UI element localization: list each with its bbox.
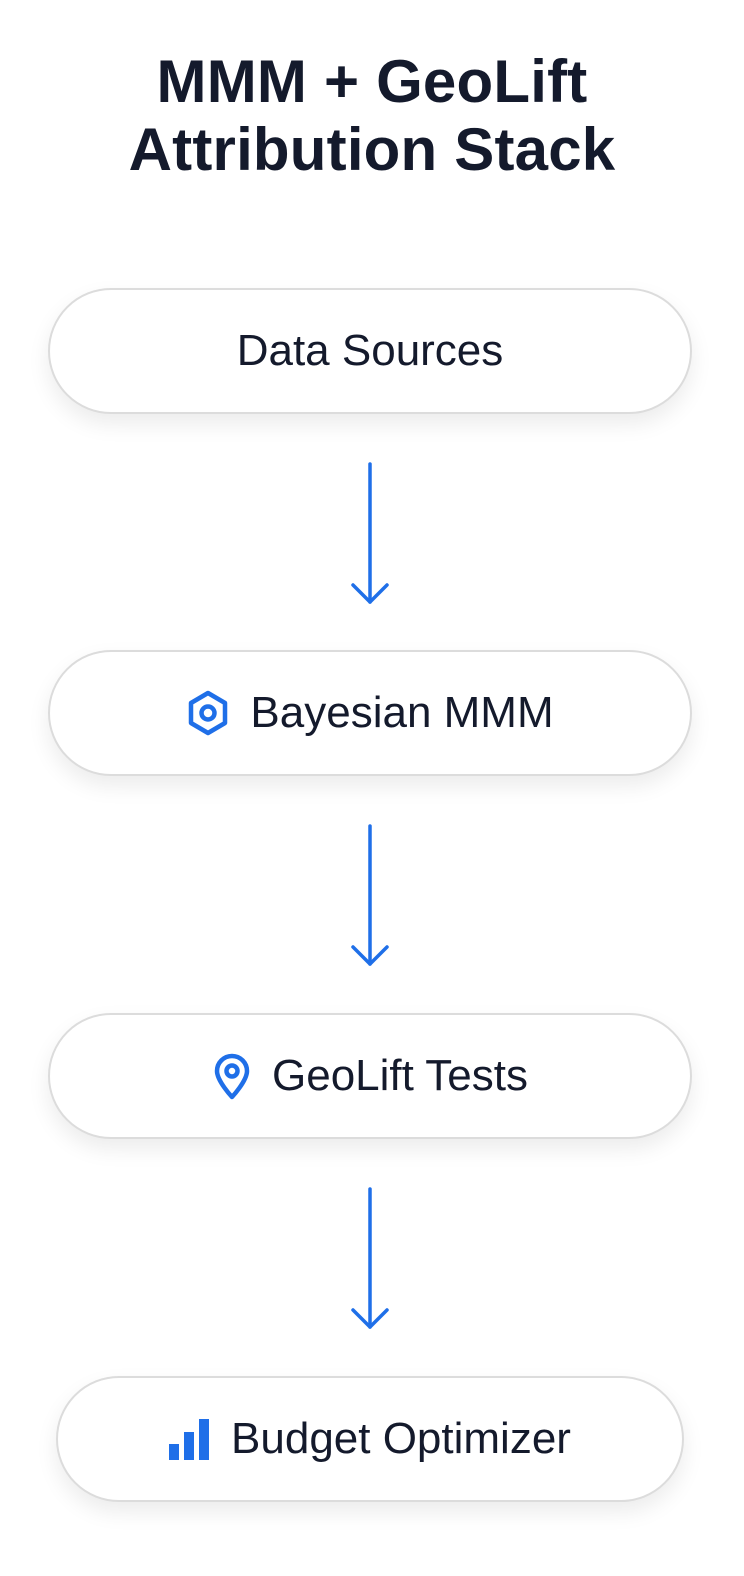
diagram-title: MMM + GeoLift Attribution Stack [0,48,744,184]
node-geolift-tests: GeoLift Tests [48,1013,692,1139]
node-label: Bayesian MMM [250,688,554,737]
map-pin-icon [212,1052,252,1100]
flow-arrow-2 [351,824,389,966]
hexagon-icon [186,689,230,737]
node-bayesian-mmm: Bayesian MMM [48,650,692,776]
node-label: Data Sources [236,326,504,375]
flow-arrow-1 [351,462,389,604]
flow-arrow-3 [351,1187,389,1329]
title-line-1: MMM + GeoLift [156,48,588,115]
node-budget-optimizer: Budget Optimizer [56,1376,684,1502]
node-label: Budget Optimizer [231,1414,571,1463]
bar-chart-icon [169,1418,211,1460]
title-line-2: Attribution Stack [128,116,616,183]
node-data-sources: Data Sources [48,288,692,414]
node-label: GeoLift Tests [272,1051,528,1100]
